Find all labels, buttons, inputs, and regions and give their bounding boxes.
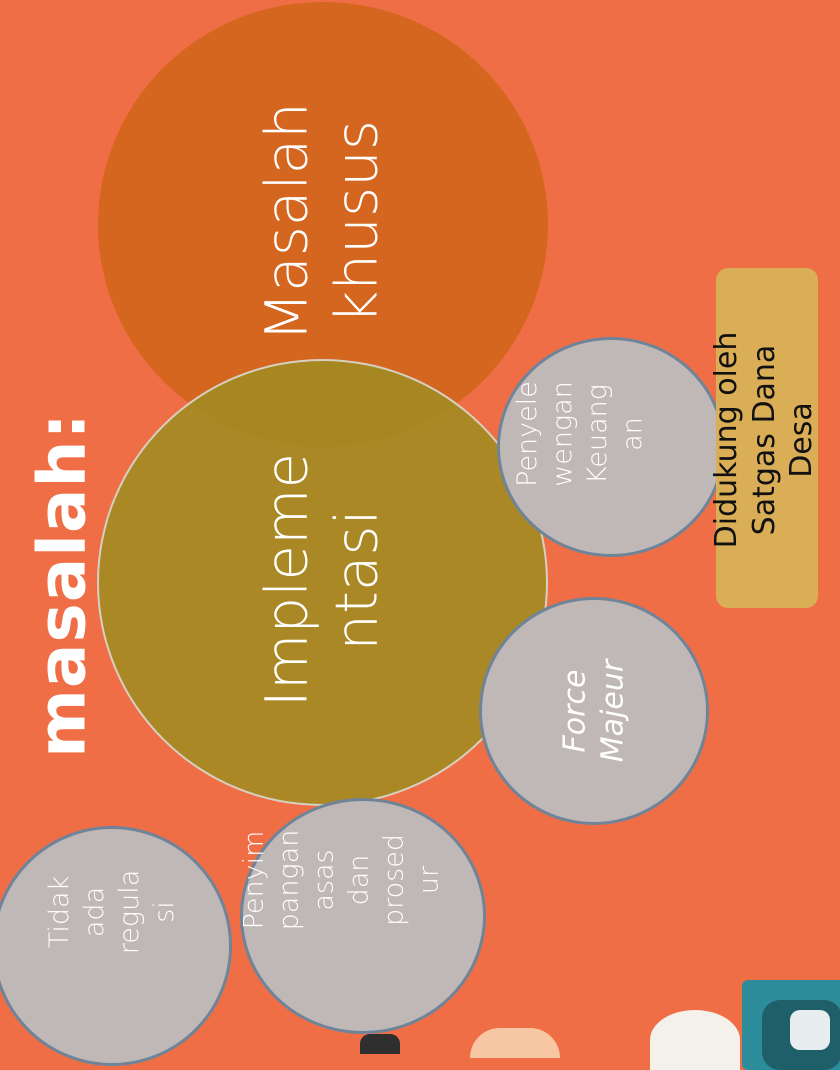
khusus-line-2: khusus — [322, 119, 390, 325]
penyimpangan-line-4: dan — [344, 854, 375, 906]
force-majeur-line-1: Force — [557, 669, 593, 753]
penyimpangan-label: Penyim pangan asas dan prosed ur — [237, 830, 448, 931]
regulasi-line-2: ada — [78, 886, 110, 938]
satgas-support-label: Didukung oleh Satgas Dana Desa — [708, 332, 821, 549]
support-line-2: Satgas Dana — [746, 344, 782, 536]
satgas-support-box — [716, 268, 818, 608]
implementasi-circle — [97, 359, 548, 806]
regulasi-line-1: Tidak — [43, 875, 75, 949]
penyimpangan-line-2: pangan — [273, 829, 305, 931]
implementasi-line-2: ntasi — [322, 509, 390, 651]
decorative-dark-shape — [360, 1034, 400, 1054]
penyelewengan-line-3: Keuang — [582, 384, 613, 484]
penyimpangan-line-1: Penyim — [238, 830, 270, 930]
decorative-device-highlight — [790, 1010, 830, 1050]
penyimpangan-line-3: asas — [308, 849, 340, 911]
penyimpangan-circle — [240, 798, 486, 1034]
regulasi-line-4: si — [149, 901, 181, 923]
khusus-line-1: Masalah — [252, 102, 321, 342]
decorative-hand-shape — [470, 1028, 560, 1058]
masalah-khusus-label: Masalah khusus — [252, 102, 391, 342]
force-majeur-circle — [479, 597, 709, 825]
support-line-1: Didukung oleh — [708, 331, 744, 549]
decorative-shape — [650, 1010, 740, 1070]
tidak-ada-regulasi-label: Tidak ada regula si — [42, 870, 182, 954]
force-majeur-label: Force Majeur — [557, 660, 632, 762]
force-majeur-line-2: Majeur — [595, 659, 630, 763]
penyelewengan-label: Penyele wengan Keuang an — [510, 381, 650, 487]
penyelewengan-line-2: wengan — [546, 381, 578, 487]
implementasi-label: Impleme ntasi — [252, 453, 391, 707]
slide-title: masalah: — [23, 412, 101, 758]
penyelewengan-line-1: Penyele — [511, 381, 543, 487]
penyelewengan-line-4: an — [617, 417, 649, 451]
support-line-3: Desa — [783, 402, 819, 478]
penyimpangan-line-6: ur — [414, 865, 446, 895]
penyelewengan-circle — [497, 337, 725, 557]
implementasi-line-1: Impleme — [252, 452, 321, 708]
penyimpangan-line-5: prosed — [379, 834, 411, 926]
regulasi-line-3: regula — [114, 869, 145, 955]
